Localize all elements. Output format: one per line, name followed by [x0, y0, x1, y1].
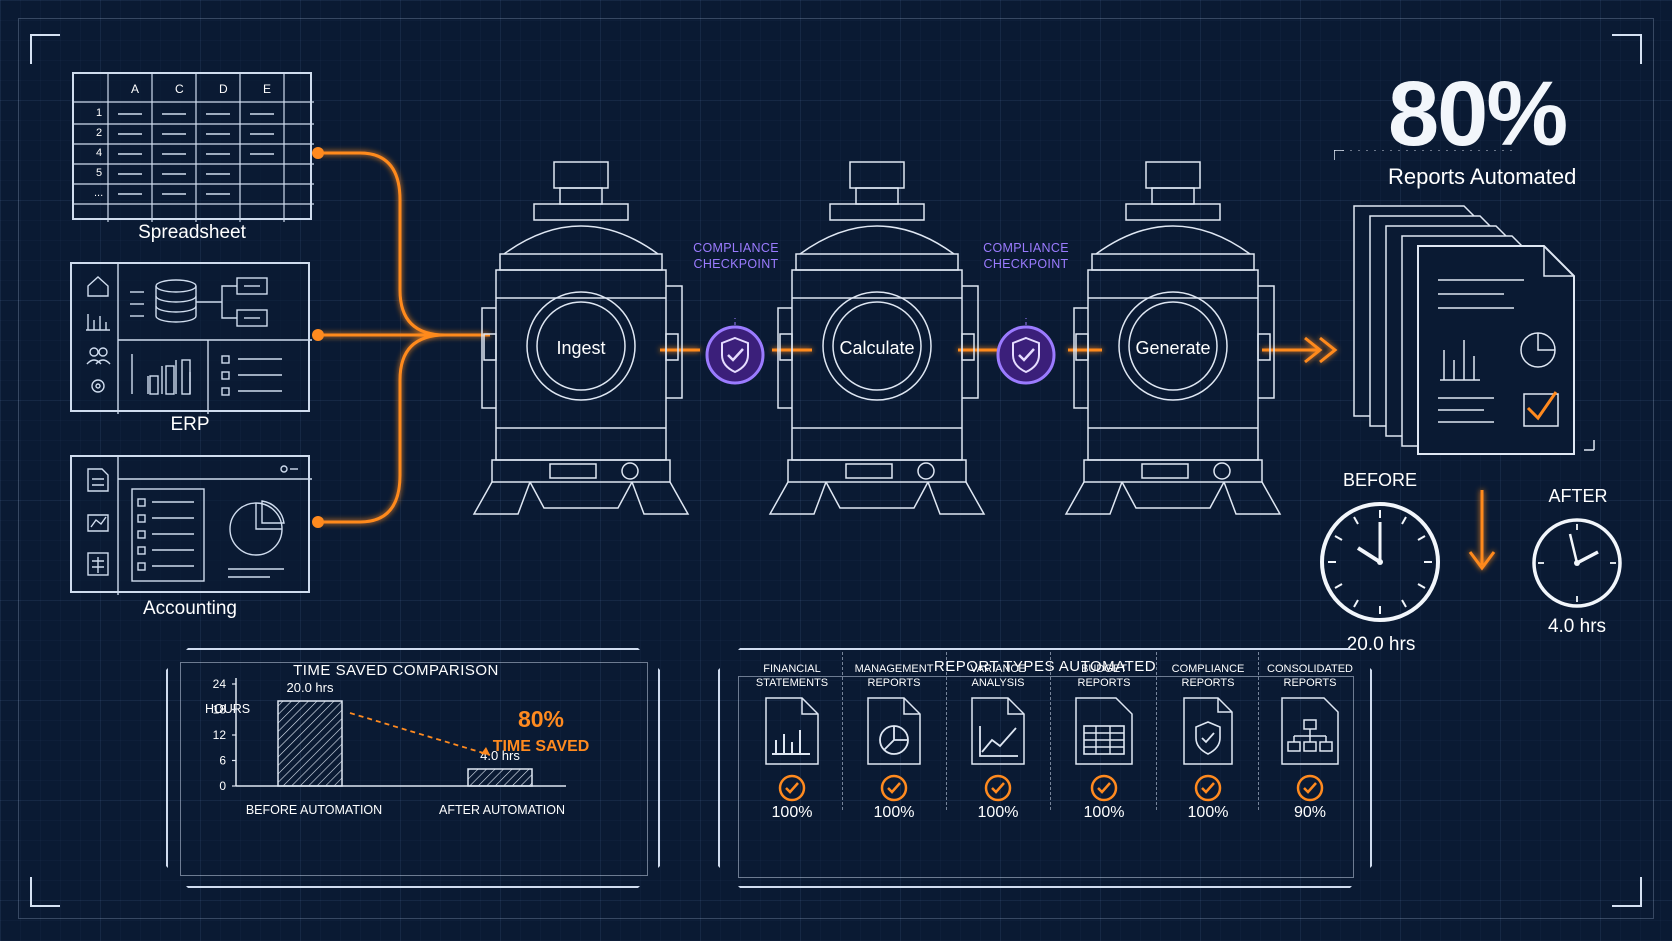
spreadsheet-col-c: C: [175, 82, 184, 96]
kpi-value: 80%: [1388, 63, 1568, 165]
y-tick-label: 6: [219, 754, 226, 768]
spreadsheet-row-1: 1: [96, 107, 103, 119]
corner-bracket: [30, 877, 60, 907]
y-tick-label: 24: [213, 677, 227, 691]
bar-value-label: 4.0 hrs: [480, 748, 520, 763]
after-value: 4.0 hrs: [1547, 616, 1607, 637]
reduction-arrow: [349, 712, 491, 756]
connector-node: [312, 516, 324, 528]
spreadsheet-col-e: E: [263, 82, 272, 96]
bar-value-label: 20.0 hrs: [287, 680, 334, 695]
document-table-icon: [1075, 697, 1133, 802]
clock-before-icon: [1320, 502, 1440, 622]
corner-bracket: [1612, 34, 1642, 64]
spreadsheet-row-5: 5: [96, 167, 103, 179]
corner-bracket: [30, 34, 60, 64]
erp-dashboard-icon: [86, 264, 312, 414]
erp-panel: [70, 262, 312, 414]
bar-before: [277, 700, 343, 787]
bar-after: [467, 768, 533, 787]
column-divider: [1156, 652, 1157, 810]
spreadsheet-row-4: 4: [96, 147, 103, 159]
report-types-panel: [718, 648, 1372, 888]
spreadsheet-icon: [74, 74, 314, 222]
before-label: BEFORE: [1342, 470, 1417, 490]
y-tick-label: 18: [213, 703, 227, 717]
report-type-pct: 100%: [873, 804, 915, 821]
document-hierarchy-icon: [1281, 697, 1339, 802]
spreadsheet-col-a: A: [131, 82, 140, 96]
report-type-pct: 90%: [1293, 804, 1327, 821]
report-type-pct: 100%: [1083, 804, 1125, 821]
time-saved-highlight-value: 80%: [517, 706, 565, 732]
reports-stack-icon: [1334, 150, 1595, 455]
spreadsheet-row-more: ...: [94, 187, 104, 199]
generate-tank: [1064, 161, 1282, 515]
spreadsheet-row-2: 2: [96, 127, 103, 139]
spreadsheet-label: Spreadsheet: [138, 222, 246, 243]
time-saved-highlight-label: TIME SAVED: [492, 738, 590, 755]
erp-label: ERP: [170, 414, 210, 435]
x-category-label: BEFORE AUTOMATION: [246, 803, 382, 817]
report-type-pct: 100%: [771, 804, 813, 821]
connector-node: [312, 147, 324, 159]
document-shield-icon: [1183, 697, 1233, 802]
report-types-title: REPORT TYPES AUTOMATED: [933, 658, 1157, 675]
y-tick-label: 0: [219, 779, 226, 793]
corner-bracket: [1612, 877, 1642, 907]
stage-label-calculate: Calculate: [839, 338, 915, 358]
shield-check-icon: [705, 318, 765, 385]
accounting-label: Accounting: [142, 598, 237, 619]
document-pie-chart-icon: [867, 697, 921, 802]
accounting-dashboard-icon: [87, 457, 312, 595]
stage-label-ingest: Ingest: [556, 338, 606, 358]
column-divider: [1050, 652, 1051, 810]
time-saved-inner-frame: [180, 662, 648, 876]
before-value: 20.0 hrs: [1346, 634, 1416, 655]
report-type-pct: 100%: [977, 804, 1019, 821]
ingest-tank: [472, 161, 690, 515]
calculate-tank: [768, 161, 986, 515]
stage-label-generate: Generate: [1135, 338, 1211, 358]
clock-after-icon: [1532, 518, 1622, 608]
chart-ylabel: HOURS: [205, 702, 251, 716]
y-tick-label: 12: [213, 728, 227, 742]
report-type-pct: 100%: [1187, 804, 1229, 821]
document-bar-chart-icon: [765, 697, 819, 802]
reduction-arrow-head: [481, 747, 490, 755]
report-types-inner-frame: [738, 676, 1354, 878]
x-category-label: AFTER AUTOMATION: [439, 803, 565, 817]
time-saved-panel: [166, 648, 660, 888]
after-label: AFTER: [1548, 486, 1608, 506]
column-divider: [1258, 652, 1259, 810]
spreadsheet-panel: A C D E 1 2 4 5 ...: [72, 72, 314, 222]
connector-node: [312, 329, 324, 341]
blueprint-frame: [18, 18, 1654, 919]
time-saved-title: TIME SAVED COMPARISON: [293, 662, 499, 679]
spreadsheet-col-d: D: [219, 82, 228, 96]
accounting-panel: [70, 455, 312, 595]
document-line-chart-icon: [971, 697, 1025, 802]
column-divider: [842, 652, 843, 810]
kpi-label: Reports Automated: [1388, 164, 1577, 189]
shield-check-icon: [996, 318, 1056, 385]
column-divider: [946, 652, 947, 810]
